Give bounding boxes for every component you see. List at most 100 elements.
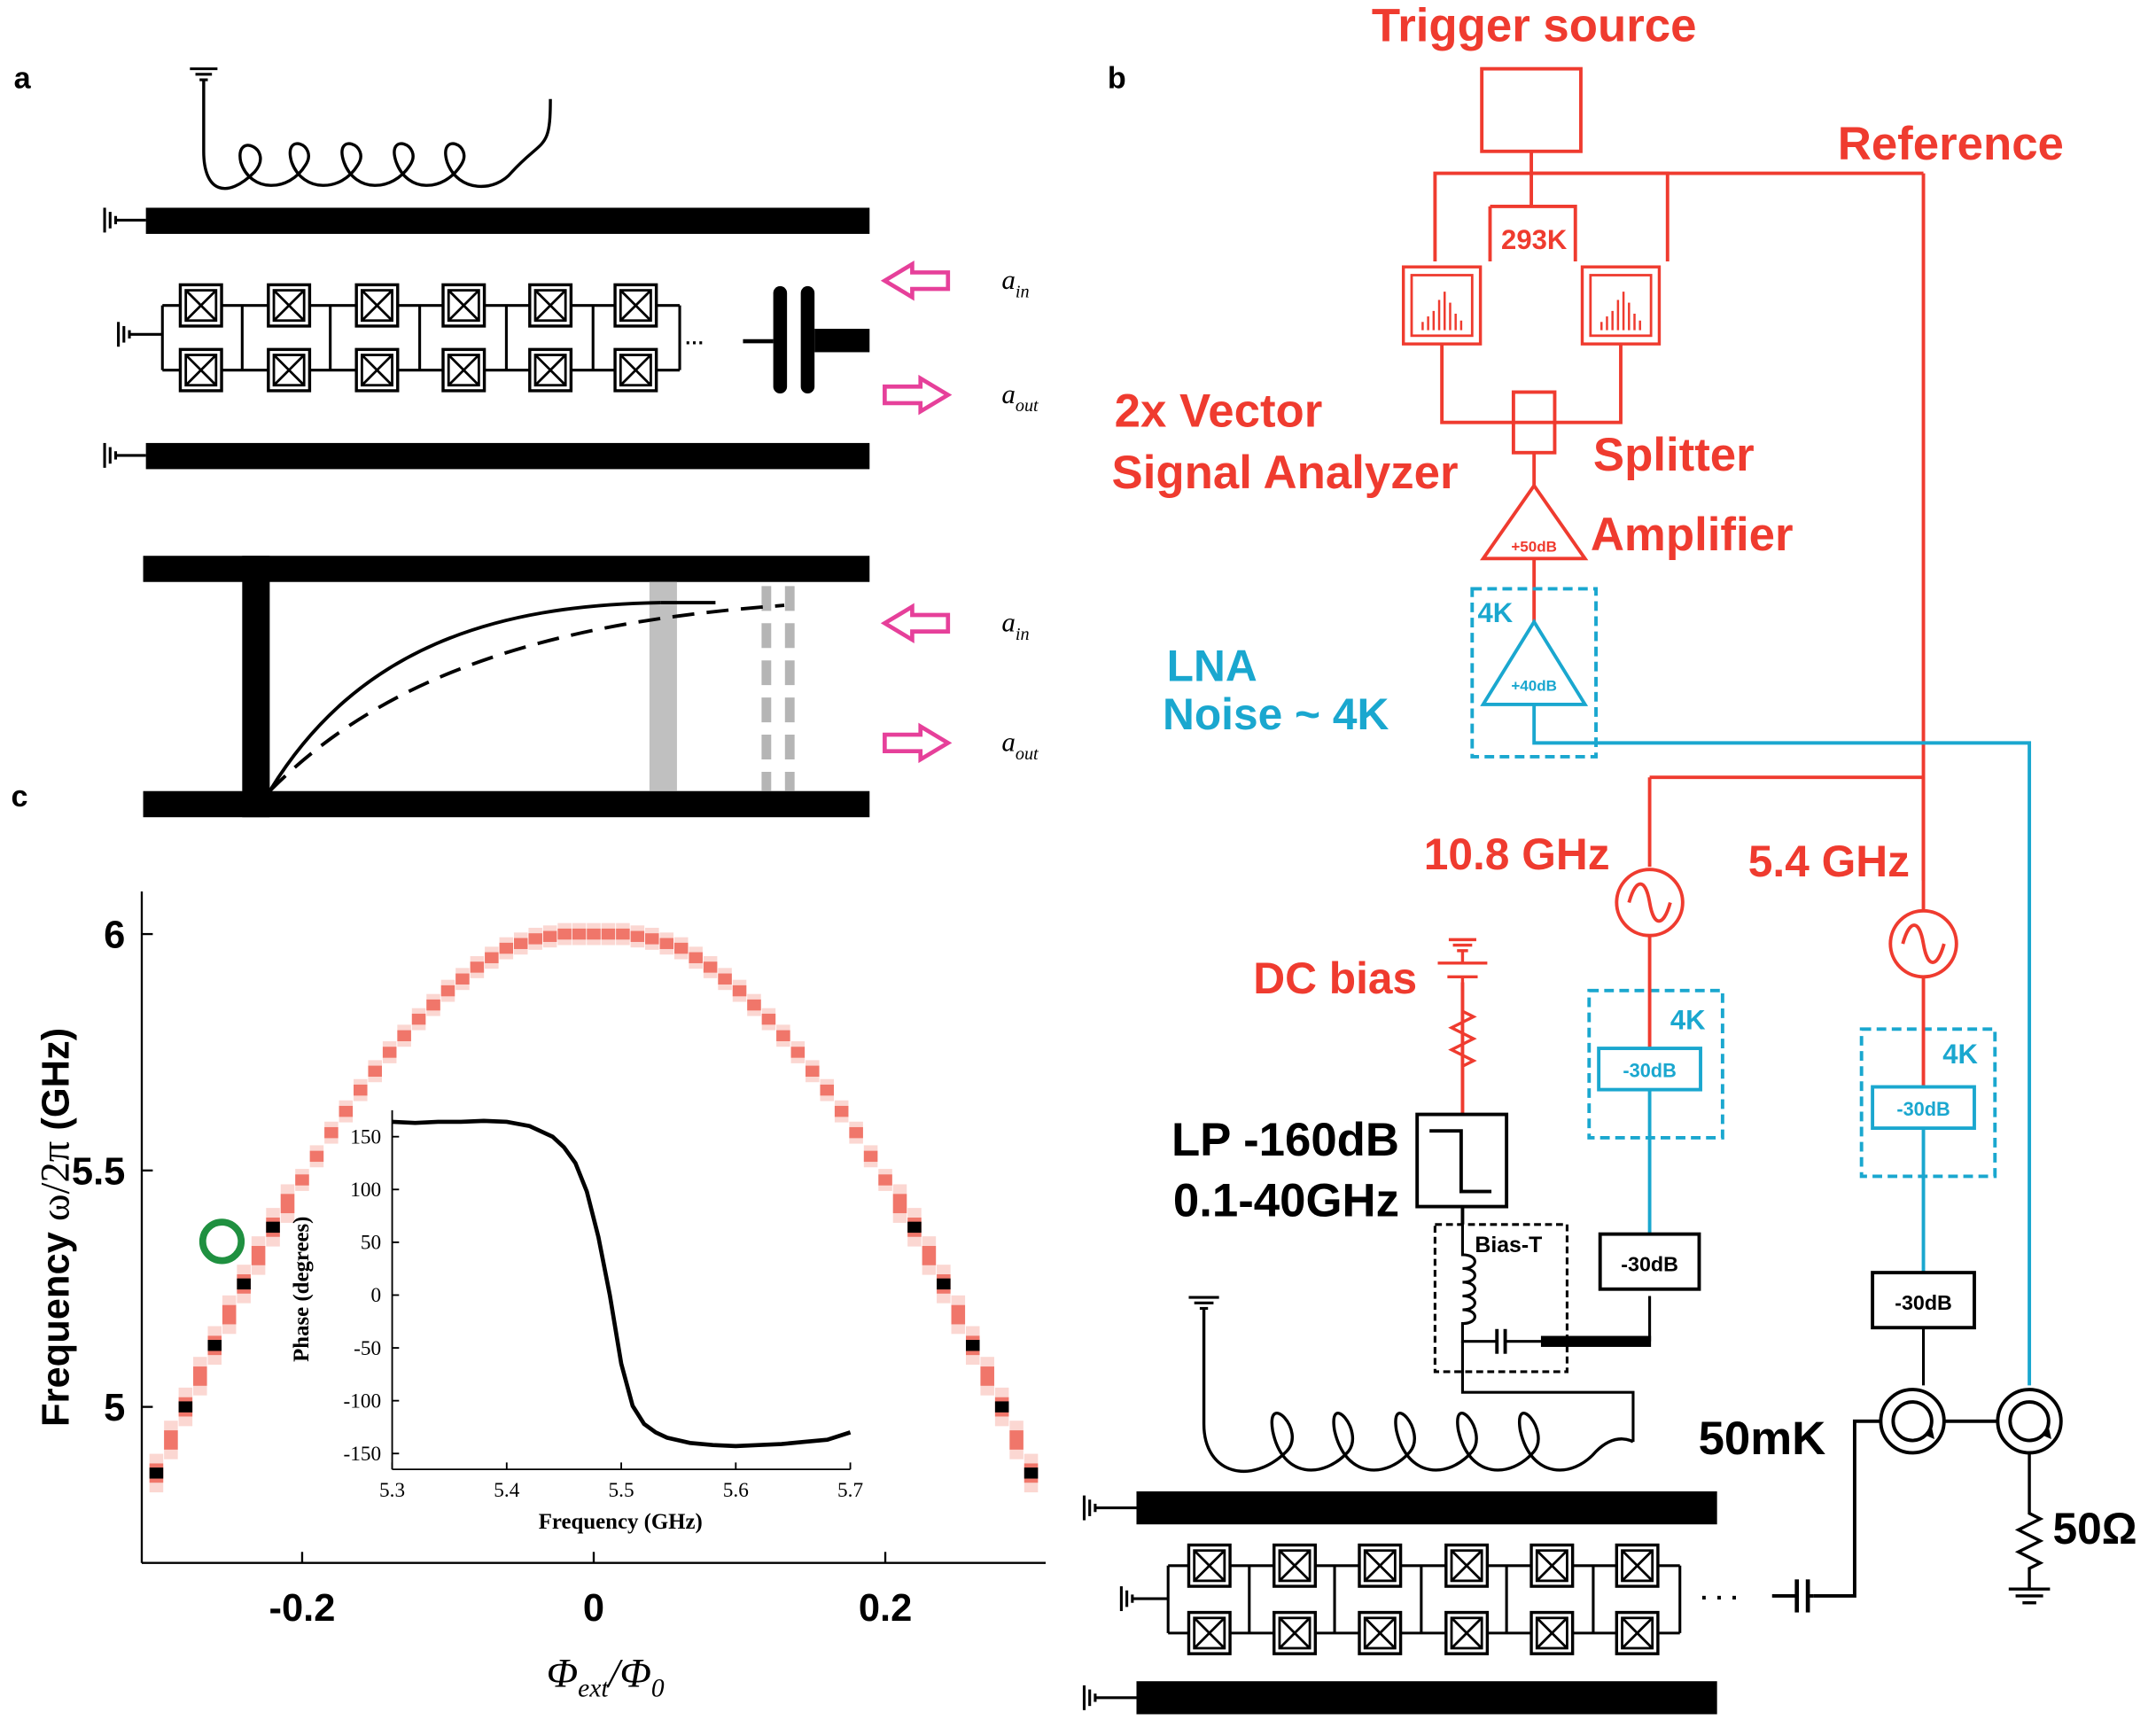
inset-y-tick-label: -150 xyxy=(343,1443,381,1466)
inset-x-axis-label: Frequency (GHz) xyxy=(539,1510,703,1534)
stage-50mk-label: 50mK xyxy=(1699,1413,1826,1465)
squid-array xyxy=(117,283,681,393)
resonance-mark xyxy=(616,922,630,946)
resonance-mark xyxy=(980,1357,994,1396)
x-tick-label: -0.2 xyxy=(269,1587,336,1630)
a-in-label-lower: ain xyxy=(1001,607,1029,644)
att-cold-right-value: -30dB xyxy=(1895,1291,1952,1314)
resonance-mark xyxy=(951,1295,966,1335)
reference-label: Reference xyxy=(1838,118,2064,170)
inset-y-tick-label: 100 xyxy=(350,1179,381,1202)
termination-resistor xyxy=(2008,1452,2051,1605)
output-arrow xyxy=(884,378,947,411)
resonance-mark xyxy=(790,1041,806,1063)
resonance-mark xyxy=(761,1008,776,1031)
resonance-mark xyxy=(1009,1421,1024,1459)
resonance-mark xyxy=(820,1078,834,1101)
att-4k-left-value: -30dB xyxy=(1623,1060,1676,1082)
resonance-mark xyxy=(776,1024,790,1047)
resonance-mark xyxy=(732,979,747,1002)
resonance-mark xyxy=(499,937,514,960)
resonance-mark xyxy=(324,1121,339,1144)
resonance-mark xyxy=(645,927,659,950)
resonance-mark xyxy=(557,922,572,946)
resonance-mark xyxy=(703,955,718,978)
operating-point-marker xyxy=(198,1218,245,1265)
coupling-capacitor xyxy=(743,285,870,394)
resonance-mark xyxy=(806,1060,820,1083)
resonance-mark xyxy=(922,1236,937,1275)
resonance-mark xyxy=(601,922,616,946)
source-10p8-ghz-icon xyxy=(1615,868,1685,938)
termination-label: 50Ω xyxy=(2052,1504,2137,1553)
resonance-mark xyxy=(994,1387,1009,1427)
resonance-mark xyxy=(965,1326,980,1365)
resonance-mark xyxy=(485,946,499,969)
inset-y-tick-label: -50 xyxy=(354,1337,381,1360)
resonance-mark xyxy=(673,937,689,960)
lna-label-line2: Noise ~ 4K xyxy=(1163,689,1389,739)
panel-a: a xyxy=(14,61,1039,818)
panel-a-label: a xyxy=(14,61,32,95)
resonance-mark xyxy=(178,1387,193,1427)
resonance-mark xyxy=(630,925,645,948)
resonance-mark xyxy=(207,1326,222,1365)
temp-293k-label: 293K xyxy=(1501,224,1568,255)
lowpass-filter xyxy=(1415,1112,1509,1225)
att-4k-left-temp: 4K xyxy=(1670,1004,1706,1035)
device-top-conductor xyxy=(1136,1491,1717,1525)
resonance-mark xyxy=(368,1060,382,1083)
resonance-mark xyxy=(689,946,703,969)
x-axis-label: Φext/Φ0 xyxy=(547,1651,665,1702)
source-5p4-ghz-label: 5.4 GHz xyxy=(1748,837,1910,886)
lna-gain-label: +40dB xyxy=(1511,677,1557,694)
inset-x-tick-label: 5.7 xyxy=(837,1479,863,1502)
resonance-mark xyxy=(572,922,587,946)
device-coil-inductor xyxy=(1188,1296,1634,1474)
att-4k-right-temp: 4K xyxy=(1942,1039,1978,1070)
inset-y-tick-label: 50 xyxy=(361,1232,381,1255)
resonance-mark xyxy=(747,993,761,1016)
resonance-mark xyxy=(164,1421,178,1459)
amp-gain-label: +50dB xyxy=(1511,539,1557,556)
device-ellipsis: · · · xyxy=(1701,1584,1739,1611)
trigger-source-label: Trigger source xyxy=(1372,0,1697,52)
resonance-mark xyxy=(266,1208,280,1247)
lna-label-line1: LNA xyxy=(1167,642,1257,691)
lna-temp-label: 4K xyxy=(1478,597,1514,628)
att-4k-right-value: -30dB xyxy=(1896,1098,1950,1120)
resonance-mark xyxy=(849,1121,863,1144)
inset-x-tick-label: 5.3 xyxy=(379,1479,405,1502)
resonance-mark xyxy=(237,1265,251,1304)
resonance-mark xyxy=(513,932,528,955)
bias-tee-label: Bias-T xyxy=(1475,1234,1542,1257)
amplifier-label: Amplifier xyxy=(1591,509,1794,561)
resonance-mark xyxy=(382,1041,397,1063)
resonance-mark xyxy=(149,1453,164,1493)
resonance-mark xyxy=(251,1236,266,1275)
y-tick-label: 5 xyxy=(104,1387,125,1429)
vsa-right-icon xyxy=(1580,265,1662,346)
transmission-line-top-conductor xyxy=(145,207,870,234)
resonance-mark xyxy=(222,1295,237,1335)
source-10p8-ghz-label: 10.8 GHz xyxy=(1424,829,1610,879)
vsa-label-line2: Signal Analyzer xyxy=(1112,447,1459,499)
inset-y-tick-label: -100 xyxy=(343,1389,381,1413)
att-cold-left-value: -30dB xyxy=(1621,1253,1678,1276)
resonance-mark xyxy=(528,927,542,950)
a-in-label: ain xyxy=(1001,264,1029,301)
resonance-mark xyxy=(354,1078,368,1101)
splitter-label: Splitter xyxy=(1593,429,1755,481)
y-tick-label: 5.5 xyxy=(72,1150,125,1193)
panel-b-label: b xyxy=(1108,61,1126,95)
attenuator-4k-left xyxy=(1587,935,1724,1234)
resonance-mark xyxy=(455,968,470,991)
resonance-mark xyxy=(440,979,455,1002)
lp-filter-label-line2: 0.1-40GHz xyxy=(1173,1174,1399,1226)
lp-filter-label-line1: LP -160dB xyxy=(1171,1114,1399,1166)
bias-tee xyxy=(1433,1223,1652,1443)
